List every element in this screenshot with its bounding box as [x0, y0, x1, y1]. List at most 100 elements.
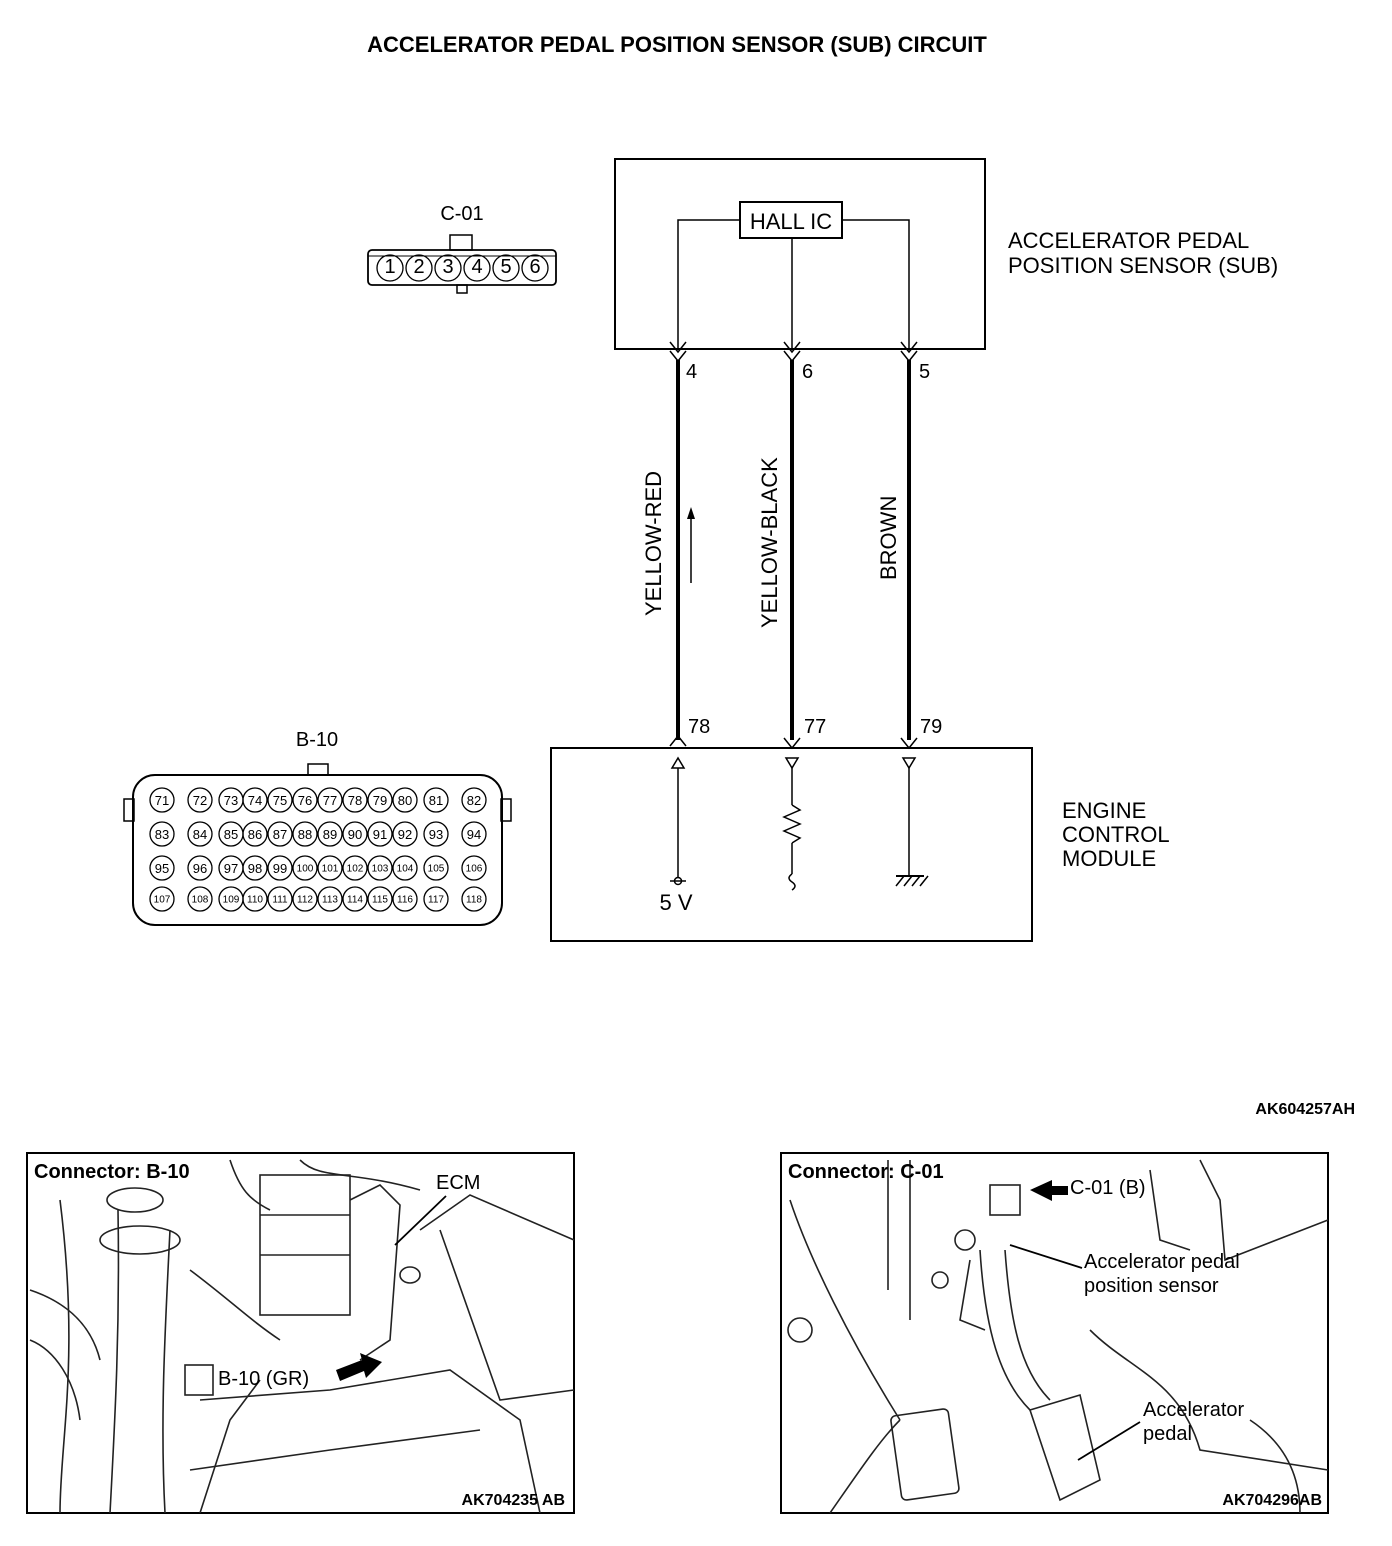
b10-pin-number: 74: [248, 793, 262, 808]
sensor-pin-6: 6: [802, 361, 813, 383]
page-title: ACCELERATOR PEDAL POSITION SENSOR (SUB) …: [367, 32, 987, 57]
b10-pin-number: 103: [372, 864, 389, 875]
arrow-icon: [336, 1353, 382, 1381]
b10-pin-number: 104: [397, 864, 414, 875]
signal-direction-arrow-icon: [687, 507, 695, 583]
photo-left-header: Connector: B-10: [34, 1161, 190, 1183]
b10-pin-number: 72: [193, 793, 207, 808]
b10-pin-number: 106: [466, 864, 483, 875]
b10-pin-number: 82: [467, 793, 481, 808]
b10-pin-number: 109: [223, 895, 240, 906]
photo-right-pedal-line1: Accelerator: [1143, 1399, 1244, 1421]
b10-pin-number: 101: [322, 864, 339, 875]
b10-pin-cavity: [367, 787, 393, 813]
figure-code: AK604257AH: [1255, 1101, 1355, 1118]
c01-pin-number: 1: [384, 256, 395, 278]
wire-label-yellow-red: YELLOW-RED: [641, 471, 666, 616]
b10-pin-cavity: [392, 821, 418, 847]
photo-right-sensor-line1: Accelerator pedal: [1084, 1251, 1240, 1273]
sensor-box: [614, 158, 986, 350]
ecm-pin-78: 78: [688, 716, 710, 738]
supply-voltage-label: 5 V: [659, 890, 692, 915]
photo-left-connector-label: B-10 (GR): [218, 1368, 309, 1390]
hall-ic-label: HALL IC: [750, 209, 832, 234]
photo-right-code: AK704296AB: [1222, 1492, 1322, 1509]
c01-pin-cavity: [405, 254, 433, 282]
b10-pin-cavity: [149, 886, 175, 912]
b10-pin-cavity: [423, 821, 449, 847]
b10-pin-number: 94: [467, 827, 481, 842]
b10-pin-cavity: [367, 821, 393, 847]
b10-pin-cavity: [187, 821, 213, 847]
ecm-name-line2: CONTROL: [1062, 822, 1170, 847]
ecm-pin-77: 77: [804, 716, 826, 738]
b10-pin-number: 83: [155, 827, 169, 842]
b10-pin-number: 102: [347, 864, 364, 875]
pedal-leader-line: [1077, 1421, 1141, 1461]
b10-pin-cavity: [242, 855, 268, 881]
b10-pin-number: 73: [224, 793, 238, 808]
b10-pin-number: 98: [248, 861, 262, 876]
b10-pin-number: 93: [429, 827, 443, 842]
b10-pin-cavity: [317, 886, 343, 912]
b10-pin-cavity: [342, 886, 368, 912]
b10-pin-cavity: [461, 855, 487, 881]
b10-pin-number: 71: [155, 793, 169, 808]
b10-pin-number: 81: [429, 793, 443, 808]
c01-pin-cavity: [376, 254, 404, 282]
photo-right-header: Connector: C-01: [788, 1161, 944, 1183]
b10-pin-cavity: [149, 787, 175, 813]
b10-pin-cavity: [292, 787, 318, 813]
sensor-name-line1: ACCELERATOR PEDAL: [1008, 228, 1249, 253]
c01-pin-cavity: [463, 254, 491, 282]
b10-pin-cavity: [267, 855, 293, 881]
b10-pin-number: 115: [372, 895, 388, 906]
photo-connector-b10: Connector: B-10 ECM B-10 (GR) AK704235 A…: [26, 1152, 575, 1514]
b10-pin-cavity: [187, 855, 213, 881]
resistor-icon: [782, 757, 802, 891]
photo-right-connector-label: C-01 (B): [1070, 1177, 1146, 1199]
b10-pin-number: 117: [428, 895, 444, 906]
b10-pin-cavity: [267, 821, 293, 847]
b10-pin-number: 91: [373, 827, 387, 842]
b10-pin-cavity: [317, 787, 343, 813]
c01-pin-number: 4: [471, 256, 482, 278]
b10-pin-cavity: [242, 787, 268, 813]
b10-pin-cavity: [187, 787, 213, 813]
ecm-pin-marks: [669, 734, 918, 750]
b10-pin-number: 76: [298, 793, 312, 808]
b10-pin-number: 100: [297, 864, 314, 875]
supply-source-icon: [670, 756, 686, 886]
b10-pin-number: 79: [373, 793, 387, 808]
engine-bay-sketch: [29, 1159, 575, 1514]
b10-pin-cavity: [267, 787, 293, 813]
hall-ic-lead-left: [677, 219, 740, 348]
ecm-name-line3: MODULE: [1062, 846, 1156, 871]
b10-pin-cavity: [423, 855, 449, 881]
sensor-pin-marks: [669, 341, 918, 363]
b10-pin-cavity: [187, 886, 213, 912]
c01-pin-number: 5: [500, 256, 511, 278]
b10-pin-cavity: [461, 787, 487, 813]
c01-pin-cavity: [492, 254, 520, 282]
b10-pin-cavity: [292, 855, 318, 881]
b10-pin-cavity: [367, 886, 393, 912]
b10-pin-cavity: [317, 821, 343, 847]
b10-pin-number: 111: [272, 895, 288, 906]
c01-pin-number: 2: [413, 256, 424, 278]
b10-pin-number: 87: [273, 827, 287, 842]
b10-pin-number: 75: [273, 793, 287, 808]
b10-pin-cavity: [242, 886, 268, 912]
b10-pin-cavity: [292, 886, 318, 912]
b10-pin-cavity: [267, 886, 293, 912]
b10-pin-number: 116: [397, 895, 413, 906]
sensor-pin-5: 5: [919, 361, 930, 383]
b10-pin-cavity: [317, 855, 343, 881]
wire-label-brown: BROWN: [876, 496, 901, 580]
b10-pin-cavity: [242, 821, 268, 847]
sensor-pin-4: 4: [686, 361, 697, 383]
hall-ic-lead-right: [842, 219, 910, 348]
